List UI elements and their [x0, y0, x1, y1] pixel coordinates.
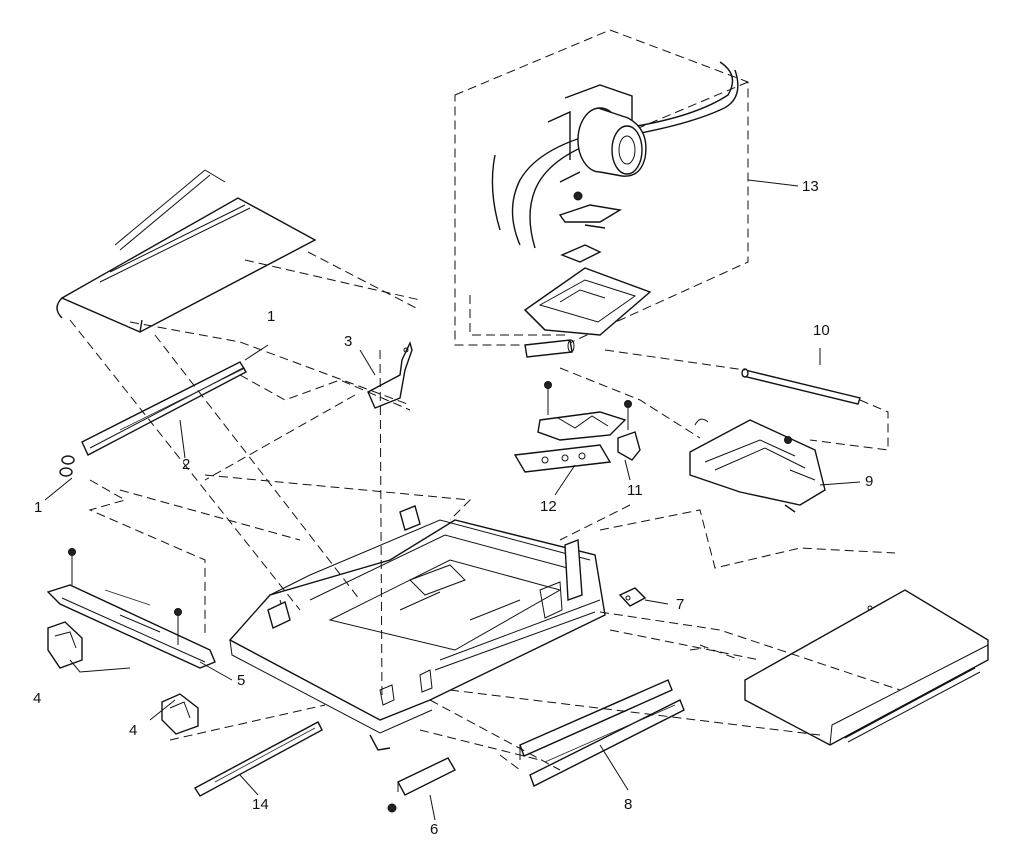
callout-5: 5 [237, 672, 246, 689]
part-13-carriage-base [523, 267, 652, 358]
part-7-clip [618, 587, 647, 607]
callout-leaders [44, 179, 861, 821]
callout-12: 12 [540, 498, 557, 515]
assembly-13-dashed-box [454, 29, 749, 346]
callout-6: 6 [430, 821, 439, 838]
callout-13: 13 [802, 178, 819, 195]
part-13-roller [577, 107, 647, 177]
alignment-lines [69, 251, 901, 771]
part-3-bracket [367, 341, 413, 409]
callout-1-upper: 1 [267, 308, 276, 325]
callout-9: 9 [865, 473, 874, 490]
part-11-bracket [617, 400, 641, 461]
part-12-plates [513, 367, 701, 473]
part-8-rails [519, 679, 685, 787]
part-9-side-bracket [689, 418, 826, 513]
part-13-brackets [558, 171, 622, 263]
callout-11: 11 [627, 482, 643, 499]
part-4-clips [47, 621, 199, 735]
part-6-bracket [387, 757, 456, 813]
part-1-pins [59, 344, 269, 477]
part-2-bar [81, 361, 247, 456]
callout-1-lower: 1 [34, 499, 43, 516]
callout-4-lower: 4 [129, 722, 138, 739]
callout-10: 10 [813, 322, 830, 339]
top-cover-panel [56, 169, 317, 333]
part-10-rod [604, 349, 889, 451]
right-cover-panel [744, 589, 989, 746]
callout-4-left: 4 [33, 690, 42, 707]
part-5-side-rail [46, 548, 216, 669]
part-14-blade [194, 721, 323, 797]
callout-8: 8 [624, 796, 633, 813]
main-base-frame [228, 505, 606, 751]
callout-7: 7 [676, 596, 685, 613]
callout-14: 14 [252, 796, 269, 813]
callout-3: 3 [344, 333, 353, 350]
callout-2: 2 [182, 456, 191, 473]
